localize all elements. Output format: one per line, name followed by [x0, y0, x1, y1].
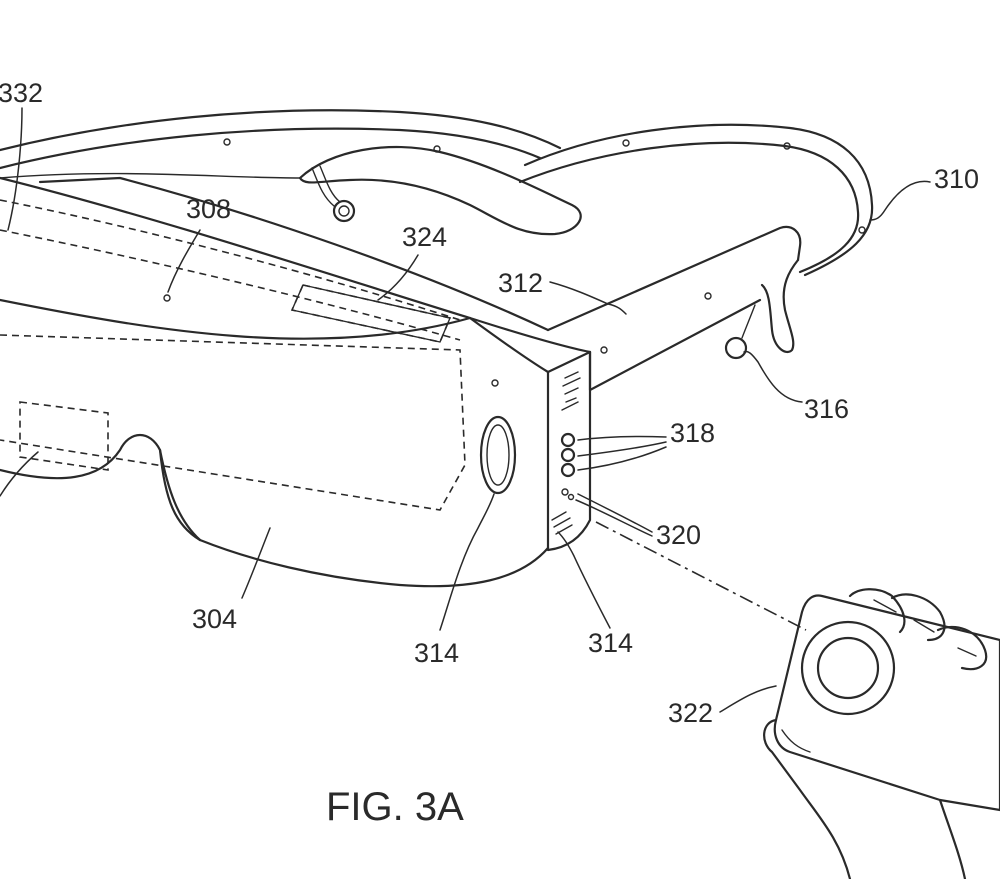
earphone-on-strap [311, 165, 356, 223]
figure-caption: FIG. 3A [326, 785, 464, 829]
handheld-controller [763, 588, 1000, 879]
label-318: 318 [670, 418, 715, 448]
leader-lines [0, 107, 931, 713]
label-310: 310 [934, 164, 979, 194]
speaker-grille [561, 371, 581, 411]
label-320: 320 [656, 520, 701, 550]
reference-numerals: 332 308 324 310 312 316 318 320 304 314 … [0, 78, 979, 728]
label-312: 312 [498, 268, 543, 298]
label-324: 324 [402, 222, 447, 252]
label-304: 304 [192, 604, 237, 634]
label-314-front: 314 [414, 638, 459, 668]
label-316: 316 [804, 394, 849, 424]
brow-shell [0, 145, 582, 236]
label-332: 332 [0, 78, 43, 108]
signal-line [595, 521, 807, 631]
label-308: 308 [186, 194, 231, 224]
label-314-side: 314 [588, 628, 633, 658]
main-housing [0, 176, 592, 588]
label-322: 322 [668, 698, 713, 728]
temple-arm [546, 225, 802, 392]
head-strap [0, 109, 874, 277]
